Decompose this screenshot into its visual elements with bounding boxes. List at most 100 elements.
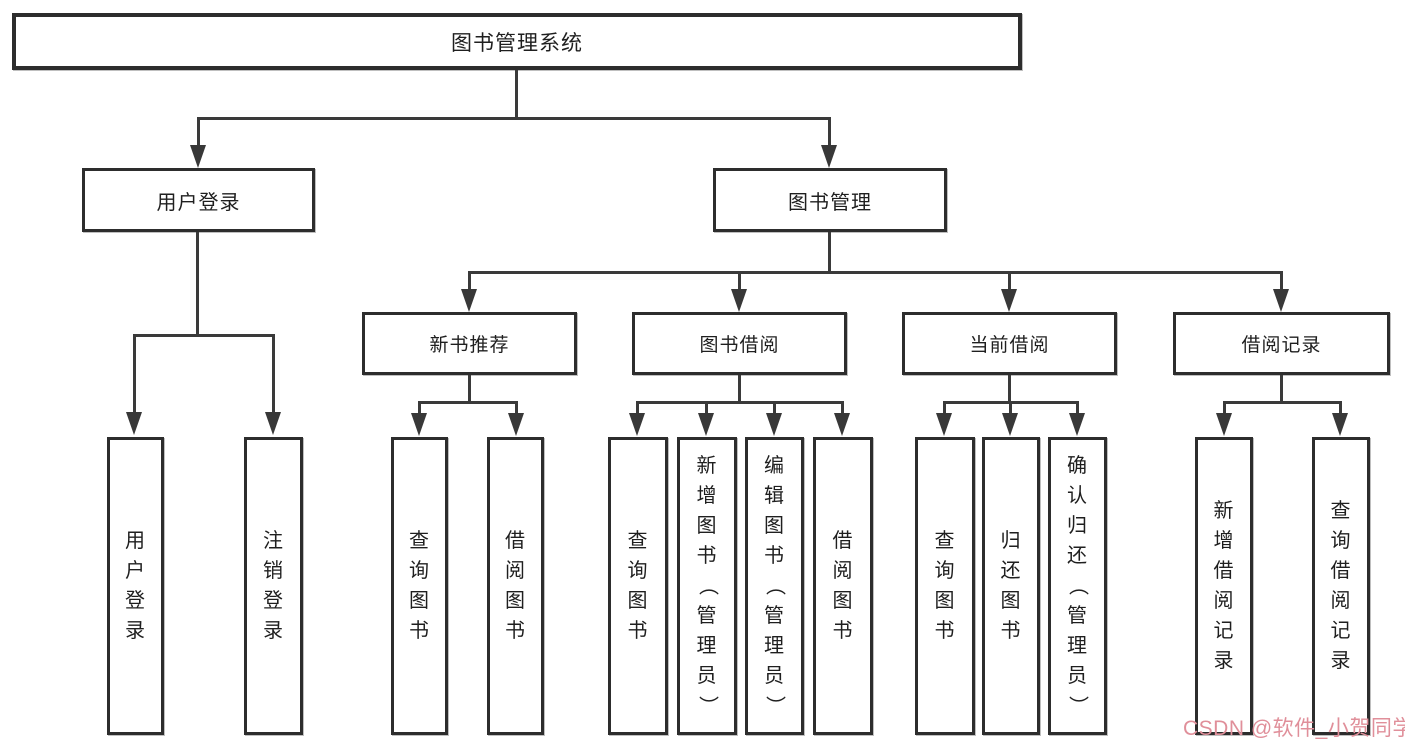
arrow-down-icon	[508, 413, 524, 436]
connector-stem	[1008, 271, 1011, 292]
connector-rail	[1223, 401, 1342, 404]
arrow-down-icon	[1069, 413, 1085, 436]
connector-stem	[773, 401, 776, 416]
vertical-glyph: 录	[1213, 650, 1235, 672]
node-label: 注销登录	[263, 526, 284, 646]
node-label: 查询图书	[409, 526, 430, 646]
vertical-glyph: 借	[832, 530, 854, 552]
vertical-glyph: 管	[764, 605, 785, 627]
node-label: 借阅记录	[1241, 335, 1322, 356]
connector-rail	[418, 401, 518, 404]
arrow-down-icon	[766, 413, 782, 436]
leaf-records-add-borrow-record: 新增借阅记录	[1195, 437, 1253, 735]
leaf-newbook-query-books: 查询图书	[391, 437, 448, 735]
leaf-user-login: 用户登录	[107, 437, 164, 735]
vertical-glyph: 阅	[832, 560, 854, 582]
connector-stem	[272, 334, 275, 414]
vertical-glyph: 理	[1067, 635, 1088, 657]
connector-stem	[1009, 401, 1012, 416]
connector-stem	[636, 401, 639, 416]
vertical-glyph: 还	[1000, 560, 1022, 582]
arrow-down-icon	[1273, 289, 1289, 312]
vertical-glyph: 编	[764, 455, 785, 477]
arrow-down-icon	[126, 412, 142, 435]
vertical-glyph: 询	[409, 560, 430, 582]
node-label: 新书推荐	[429, 335, 510, 356]
vertical-glyph: 录	[263, 620, 284, 642]
csdn-watermark: CSDN @软件_小贺同学	[1183, 717, 1405, 740]
vertical-glyph: 注	[263, 530, 284, 552]
vertical-glyph: 录	[1330, 650, 1352, 672]
node-label: 查询图书	[628, 526, 649, 646]
node-label: 新增借阅记录	[1214, 496, 1235, 676]
arrow-down-icon	[834, 413, 850, 436]
node-label: 用户登录	[156, 191, 241, 214]
connector-stem	[133, 334, 136, 414]
arrow-down-icon	[698, 413, 714, 436]
node-label: 归还图书	[1001, 526, 1022, 646]
connector-stem	[738, 271, 741, 292]
arrow-down-icon	[629, 413, 645, 436]
node-book-management: 图书管理	[713, 168, 947, 232]
vertical-glyph: 书	[832, 620, 854, 642]
node-new-book-recommend: 新书推荐	[362, 312, 577, 375]
vertical-glyph: 图	[505, 590, 526, 612]
node-label: 当前借阅	[969, 335, 1050, 356]
arrow-down-icon	[821, 145, 837, 168]
connector-stem	[1076, 401, 1079, 416]
vertical-glyph: 图	[409, 590, 430, 612]
vertical-glyph: 理	[764, 635, 785, 657]
connector-stem	[468, 375, 471, 404]
vertical-glyph: 归	[1067, 515, 1088, 537]
node-label: 图书借阅	[699, 335, 780, 356]
vertical-glyph: 增	[696, 485, 718, 507]
vertical-glyph: ）	[696, 695, 718, 717]
arrow-down-icon	[190, 145, 206, 168]
connector-stem	[1339, 401, 1342, 416]
leaf-logout: 注销登录	[244, 437, 303, 735]
vertical-glyph: 登	[125, 590, 146, 612]
vertical-glyph: 查	[409, 530, 430, 552]
connector-stem	[197, 117, 200, 148]
vertical-glyph: 询	[934, 560, 956, 582]
vertical-glyph: 询	[1330, 530, 1352, 552]
connector-rail	[636, 401, 844, 404]
vertical-glyph: 借	[505, 530, 526, 552]
vertical-glyph: 书	[764, 545, 785, 567]
vertical-glyph: 新	[696, 455, 718, 477]
arrow-down-icon	[1001, 289, 1017, 312]
vertical-glyph: 借	[1330, 560, 1352, 582]
vertical-glyph: ）	[1066, 695, 1089, 717]
vertical-glyph: 辑	[764, 485, 785, 507]
leaf-borrow-add-books-admin: 新增图书（管理员）	[677, 437, 737, 735]
vertical-glyph: 书	[409, 620, 430, 642]
arrow-down-icon	[731, 289, 747, 312]
vertical-glyph: 员	[696, 665, 718, 687]
vertical-glyph: 归	[1000, 530, 1022, 552]
vertical-glyph: 管	[1067, 605, 1088, 627]
vertical-glyph: 图	[1000, 590, 1022, 612]
connector-bookmgmt-stem	[828, 232, 831, 273]
vertical-glyph: 书	[1000, 620, 1022, 642]
vertical-glyph: 理	[696, 635, 718, 657]
vertical-glyph: 查	[627, 530, 649, 552]
arrow-down-icon	[461, 289, 477, 312]
vertical-glyph: 图	[627, 590, 649, 612]
vertical-glyph: 销	[263, 560, 284, 582]
vertical-glyph: （	[763, 575, 786, 597]
connector-userlogin-stem	[196, 232, 199, 337]
connector-stem	[1223, 401, 1226, 416]
vertical-glyph: 登	[263, 590, 284, 612]
node-label: 查询图书	[935, 526, 956, 646]
node-user-login-group: 用户登录	[82, 168, 315, 232]
node-label: 查询借阅记录	[1331, 496, 1352, 676]
vertical-glyph: 阅	[1330, 590, 1352, 612]
leaf-borrow-borrow-books: 借阅图书	[813, 437, 873, 735]
connector-userlogin-rail	[133, 334, 275, 337]
connector-stem	[1280, 271, 1283, 292]
vertical-glyph: 记	[1330, 620, 1352, 642]
vertical-glyph: 员	[1067, 665, 1088, 687]
leaf-borrow-query-books: 查询图书	[608, 437, 668, 735]
arrow-down-icon	[265, 412, 281, 435]
